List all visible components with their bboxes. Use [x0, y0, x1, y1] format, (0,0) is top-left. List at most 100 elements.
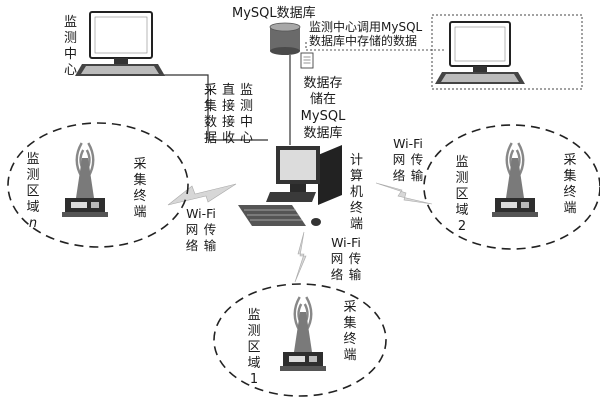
- label-char: 区: [26, 184, 39, 199]
- label-char: 传: [411, 152, 424, 167]
- label-char: 端: [343, 348, 356, 363]
- label-char: 接: [222, 98, 235, 114]
- label-char: 采: [563, 153, 576, 168]
- label-char: 输: [204, 238, 217, 253]
- label-char: 网: [393, 152, 406, 167]
- label-char: n: [29, 216, 37, 231]
- link-monitor-computer: [155, 74, 268, 141]
- label-line: 数据存: [303, 76, 342, 91]
- label-line: Wi-Fi: [393, 136, 423, 151]
- label-char: 监: [26, 152, 39, 167]
- direct-receive-label: 监测中心直接接收采集数据: [204, 83, 253, 146]
- label-line: 储在: [310, 92, 336, 107]
- label-char: 测: [247, 324, 260, 339]
- label-char: 算: [350, 169, 363, 184]
- label-line: Wi-Fi: [331, 235, 361, 250]
- label-char: 集: [343, 315, 356, 331]
- db-label: MySQL数据库: [232, 5, 316, 21]
- label-char: 终: [563, 184, 576, 200]
- label-char: 输: [411, 168, 424, 183]
- label-char: 端: [133, 205, 146, 220]
- label-char: 计: [350, 153, 363, 168]
- remote-computer-icon: [435, 21, 525, 84]
- label-char: 测: [64, 31, 77, 46]
- label-char: 中: [64, 47, 77, 62]
- label-char: 监: [455, 155, 468, 170]
- mysql-database-icon: [269, 22, 301, 55]
- region-n-collector-label: 采集终端: [133, 157, 146, 220]
- region-2-collector-label: 采集终端: [563, 153, 576, 216]
- label-char: 采: [133, 157, 146, 172]
- label-char: 数: [204, 115, 217, 130]
- label-char: 测: [26, 168, 39, 183]
- label-char: 域: [247, 356, 260, 371]
- label-char: 区: [455, 187, 468, 202]
- region-n-boundary: [7, 122, 189, 248]
- label-char: 监: [247, 308, 260, 323]
- label-char: 输: [349, 267, 362, 282]
- label-char: 传: [204, 222, 217, 237]
- label-char: 监: [240, 83, 253, 98]
- label-char: 域: [26, 200, 39, 215]
- label-char: 接: [222, 114, 235, 130]
- label-line: Wi-Fi: [186, 206, 216, 221]
- label-char: 区: [247, 340, 260, 355]
- label-char: 网: [186, 222, 199, 237]
- label-char: 测: [240, 99, 253, 114]
- label-char: 终: [343, 331, 356, 347]
- monitor-center-computer-icon: [75, 11, 165, 76]
- region-n-tower-icon: [62, 142, 108, 217]
- label-char: 络: [186, 238, 199, 253]
- region-1-collector-label: 采集终端: [343, 300, 356, 363]
- label-char: 2: [458, 219, 466, 234]
- label-char: 终: [350, 200, 363, 216]
- computer-terminal-icon: [238, 145, 342, 226]
- link-db-remote: [305, 42, 445, 51]
- label-char: 1: [250, 372, 258, 387]
- label-char: 机: [350, 185, 363, 200]
- label-char: 网: [331, 251, 344, 266]
- label-char: 测: [455, 171, 468, 186]
- document-icon: [300, 52, 314, 69]
- region-2-tower-icon: [492, 142, 538, 217]
- wifi-lightning-icon: [294, 231, 307, 283]
- label-line: MySQL: [301, 109, 346, 124]
- label-char: 心: [64, 63, 77, 78]
- label-char: 心: [240, 131, 253, 146]
- label-line: 数据库: [303, 125, 342, 141]
- label-char: 据: [204, 131, 217, 146]
- label-char: 络: [393, 168, 406, 183]
- remote-access-line1: 监测中心调用MySQL: [309, 19, 423, 34]
- monitor-left-label: 监测中心: [64, 15, 77, 78]
- label-char: 采: [204, 83, 217, 98]
- connections: [155, 42, 445, 145]
- label-char: 直: [222, 83, 235, 98]
- label-char: 域: [455, 203, 468, 218]
- wifi-lightning-icon: [375, 182, 433, 205]
- label-char: 络: [331, 267, 344, 282]
- label-char: 传: [349, 251, 362, 266]
- region-1-tower-icon: [280, 296, 326, 371]
- computer-terminal-label: 计算机终端: [350, 153, 363, 232]
- wifi-lightning-icon: [167, 183, 237, 206]
- label-char: 中: [240, 115, 253, 130]
- label-char: 收: [222, 131, 235, 146]
- label-char: 集: [133, 172, 146, 188]
- label-char: 集: [204, 98, 217, 114]
- label-char: 集: [563, 168, 576, 184]
- label-char: 终: [133, 188, 146, 204]
- region-1-boundary: [213, 283, 387, 397]
- label-char: 端: [350, 217, 363, 232]
- remote-access-line2: 数据库中存储的数据: [309, 33, 417, 48]
- label-char: 采: [343, 300, 356, 315]
- label-char: 端: [563, 201, 576, 216]
- label-char: 监: [64, 15, 77, 30]
